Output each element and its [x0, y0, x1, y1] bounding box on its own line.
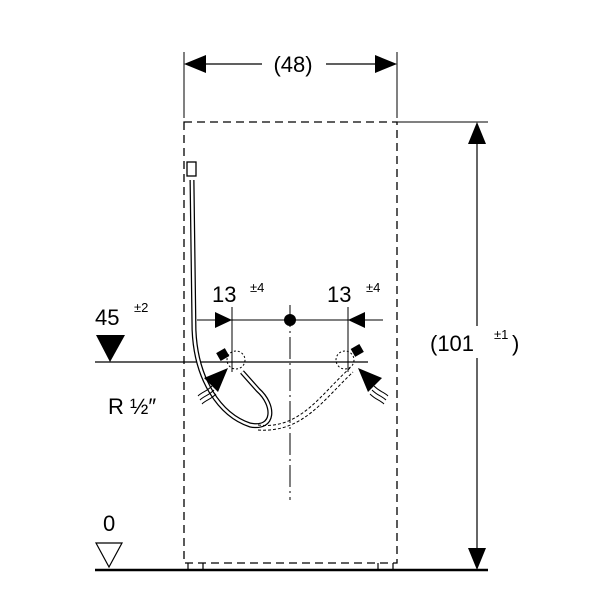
right-valve-outline	[335, 350, 355, 370]
connection-level-marker-icon	[96, 335, 125, 362]
offset-dimension: 13 ±4 13 ±4	[197, 280, 383, 500]
right-offset-label: 13	[327, 282, 351, 307]
height-tolerance: ±1	[494, 327, 508, 342]
right-water-inlet-icon	[358, 368, 389, 405]
height-close: )	[512, 331, 519, 356]
thread-label: R ½″	[108, 394, 156, 419]
height-dimension: (101 ±1 )	[397, 121, 519, 570]
height-label: (101	[430, 331, 474, 356]
frame-outline	[183, 121, 398, 564]
connection-height-label: 45	[95, 305, 119, 330]
floor-level-marker-icon	[94, 542, 124, 569]
right-offset-tolerance: ±4	[366, 280, 380, 295]
floor-level-label: 0	[103, 511, 115, 536]
connection-height-tolerance: ±2	[134, 300, 148, 315]
alternative-hose-path-outer	[257, 371, 354, 431]
hose-connector-icon	[186, 161, 197, 177]
width-label: (48)	[273, 52, 312, 77]
left-valve-outline	[226, 350, 246, 370]
supply-hose	[186, 161, 273, 429]
frame-feet	[187, 563, 394, 570]
right-valve-icon	[350, 344, 364, 357]
left-valve-icon	[216, 348, 230, 361]
left-water-inlet-icon	[197, 368, 228, 405]
width-dimension: (48)	[183, 52, 398, 118]
left-offset-tolerance: ±4	[250, 280, 264, 295]
left-offset-label: 13	[212, 282, 236, 307]
